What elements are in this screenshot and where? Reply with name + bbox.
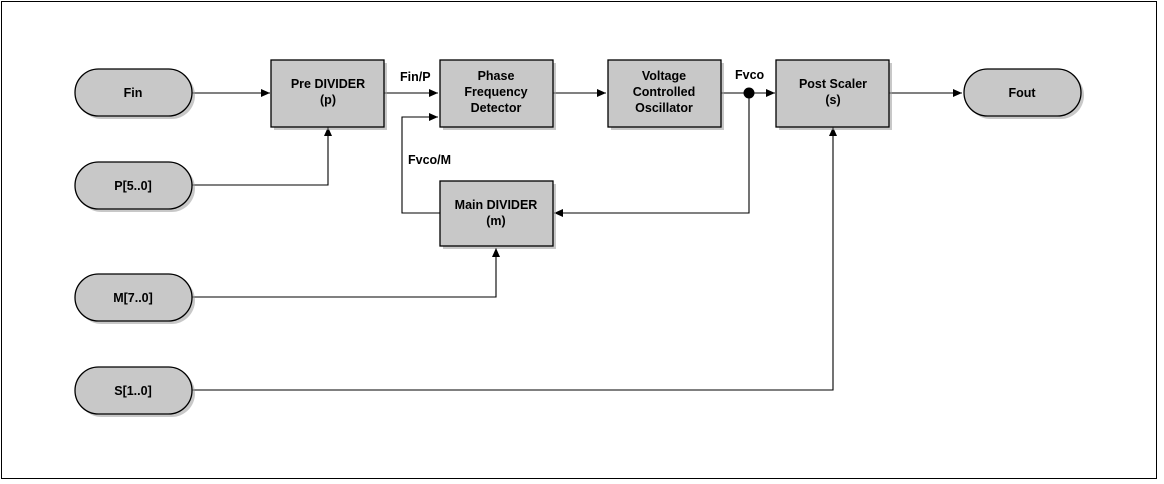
- signal-label-fin-p: Fin/P: [400, 70, 431, 84]
- terminal-fin-label: Fin: [124, 86, 143, 100]
- block-main-divider: Main DIVIDER (m): [439, 180, 556, 249]
- signal-label-fvco: Fvco: [735, 68, 765, 82]
- terminal-fout-label: Fout: [1008, 86, 1036, 100]
- wire-m-to-maindiv: [192, 248, 500, 298]
- post-scaler-param: (s): [825, 93, 840, 107]
- terminal-m-label: M[7..0]: [113, 291, 153, 305]
- wire-s-to-postscaler: [192, 127, 837, 391]
- block-post-scaler: Post Scaler (s): [775, 59, 892, 130]
- terminal-p: P[5..0]: [74, 161, 195, 212]
- fvco-junction-dot: [743, 87, 755, 99]
- terminal-fout: Fout: [963, 68, 1084, 119]
- main-divider-param: (m): [486, 214, 505, 228]
- vco-line1: Voltage: [642, 69, 686, 83]
- terminal-s: S[1..0]: [74, 366, 195, 417]
- block-pre-divider: Pre DIVIDER (p): [270, 59, 387, 130]
- terminal-s-label: S[1..0]: [114, 384, 152, 398]
- wire-fvco-feedback: [554, 93, 750, 217]
- vco-line3: Oscillator: [635, 101, 693, 115]
- pre-divider-title: Pre DIVIDER: [291, 77, 365, 91]
- block-phase-frequency-detector: Phase Frequency Detector: [439, 59, 556, 130]
- wire-p-to-prediv: [192, 127, 332, 186]
- connections: [192, 87, 962, 391]
- terminal-p-label: P[5..0]: [114, 179, 152, 193]
- main-divider-title: Main DIVIDER: [455, 198, 538, 212]
- post-scaler-title: Post Scaler: [799, 77, 867, 91]
- terminal-fin: Fin: [74, 68, 195, 119]
- pfd-line1: Phase: [478, 69, 515, 83]
- pfd-line2: Frequency: [464, 85, 527, 99]
- block-vco: Voltage Controlled Oscillator: [607, 59, 724, 130]
- terminal-m: M[7..0]: [74, 273, 195, 324]
- pre-divider-param: (p): [320, 93, 336, 107]
- pfd-line3: Detector: [471, 101, 522, 115]
- vco-line2: Controlled: [633, 85, 696, 99]
- signal-label-fvco-m: Fvco/M: [408, 153, 451, 167]
- wire-maindiv-to-pfd: [401, 113, 440, 214]
